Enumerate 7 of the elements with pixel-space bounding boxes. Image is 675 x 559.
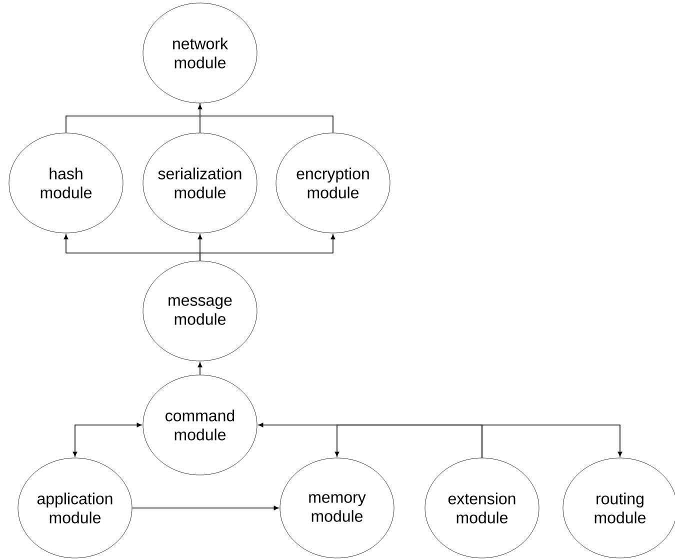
arrow: [72, 422, 142, 457]
arrow: [200, 234, 336, 262]
arrow: [198, 362, 202, 376]
arrow: [132, 506, 279, 510]
arrow: [66, 102, 334, 134]
arrow: [334, 424, 482, 458]
arrow: [482, 424, 622, 458]
